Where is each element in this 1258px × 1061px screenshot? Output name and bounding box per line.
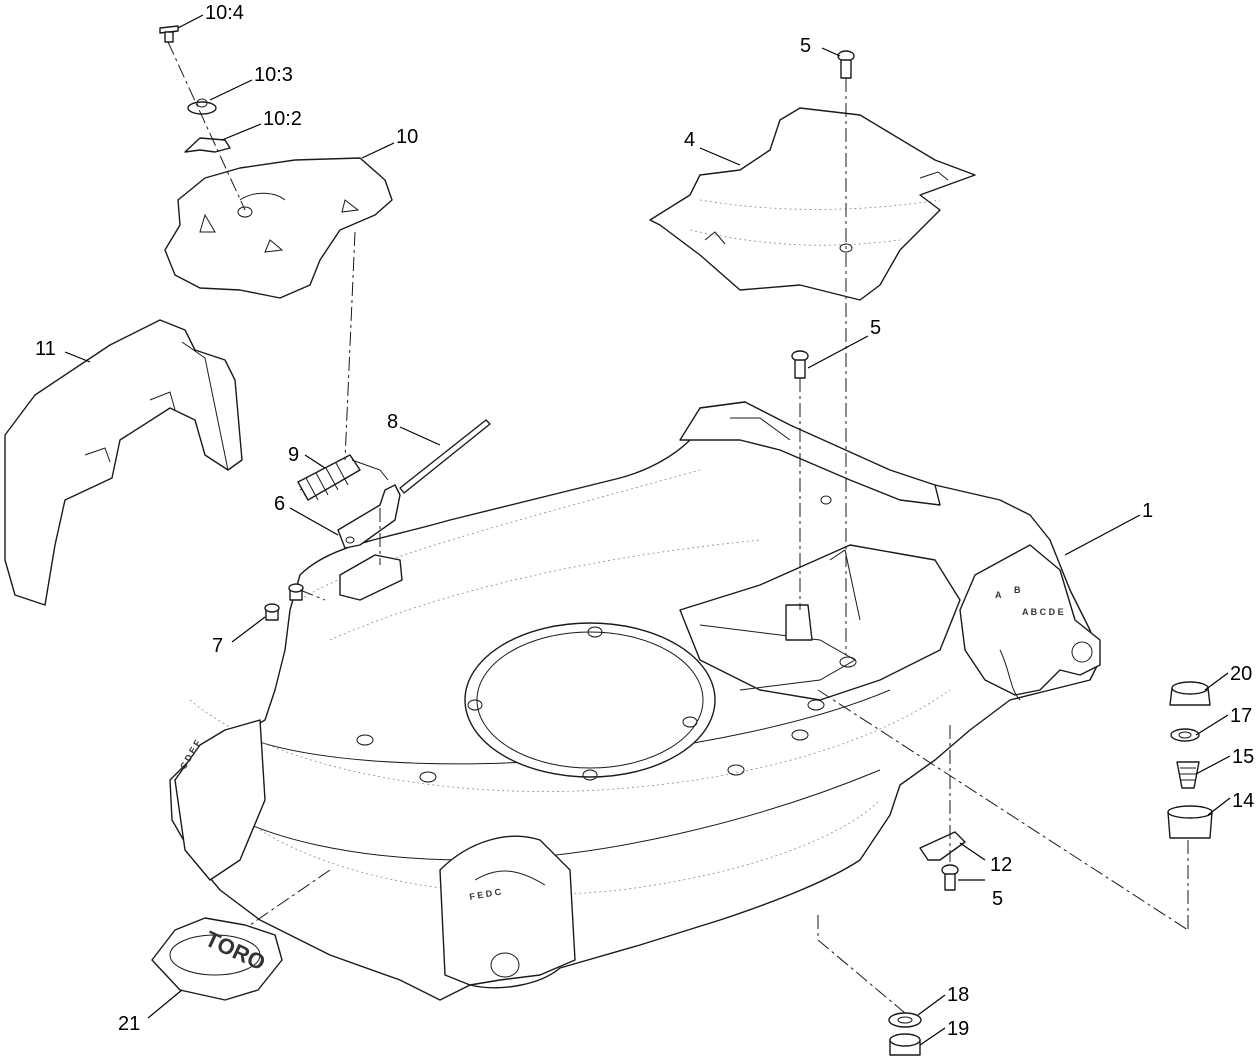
spacer-17 [1170,728,1200,742]
callout-12: 12 [990,854,1012,876]
callout-8: 8 [387,411,398,433]
deck-housing: A B A B C D E C D E F F E D C [169,401,1101,1001]
bracket-12 [919,831,966,861]
callout-4: 4 [684,129,695,151]
knob-20 [1169,681,1211,706]
bolt-5-middle [791,350,809,379]
nut-14 [1167,805,1213,839]
callout-6: 6 [274,493,285,515]
callout-17: 17 [1230,705,1252,727]
callout-labels: 1 4 5 5 5 6 7 8 9 10 10:2 10:3 10:4 11 1… [35,2,1254,1040]
screw-10-4 [159,25,179,43]
leader-lines [64,14,1231,1046]
callout-10-3: 10:3 [254,64,293,86]
callout-9: 9 [288,444,299,466]
svg-text:A: A [995,590,1002,600]
bolt-7 [264,583,304,621]
washer-10-3 [187,98,217,115]
callout-14: 14 [1232,790,1254,812]
bolt-5-top [837,50,855,79]
callout-15: 15 [1232,746,1254,768]
callout-1: 1 [1142,500,1153,522]
callout-5-bottom: 5 [992,888,1003,910]
assembly-lines [167,41,1189,1014]
callout-10-2: 10:2 [263,108,302,130]
height-marking-right: A B C D E [1022,607,1064,617]
bracket-6 [337,484,401,549]
callout-5-top: 5 [800,35,811,57]
logo-emblem-21: TORO [151,917,283,1001]
washer-18 [888,1012,922,1028]
callout-19: 19 [947,1018,969,1040]
side-shield [4,319,243,606]
spring-9 [297,454,389,501]
callout-7: 7 [212,635,223,657]
callout-18: 18 [947,984,969,1006]
shaft-15 [1176,761,1200,789]
callout-10: 10 [396,126,418,148]
clip-10-2 [184,137,231,153]
callout-20: 20 [1230,663,1252,685]
rear-cover [164,157,393,299]
callout-5-middle: 5 [870,317,881,339]
nut-19 [889,1033,921,1056]
bolt-5-bottom [941,864,959,891]
baffle-plate [649,107,976,301]
callout-10-4: 10:4 [205,2,244,24]
rod-8 [399,419,491,494]
svg-text:B: B [1014,585,1021,595]
callout-21: 21 [118,1013,140,1035]
callout-11: 11 [35,338,56,360]
